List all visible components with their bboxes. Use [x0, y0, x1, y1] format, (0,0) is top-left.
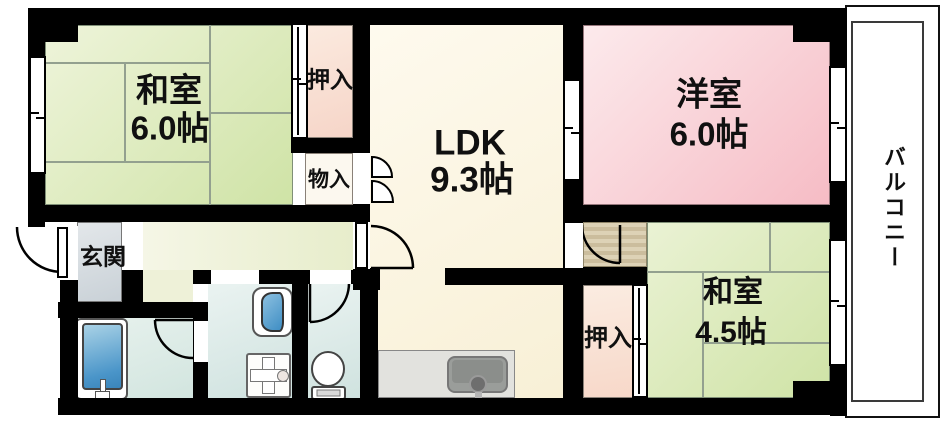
- fusuma-panel-line: [297, 27, 300, 135]
- wall-washroom-toilet-divider: [292, 270, 308, 398]
- fusuma-panel-line: [638, 288, 641, 394]
- corner-notch-yoshitsu: [793, 25, 830, 42]
- washitsu-se-door-arc: [580, 224, 622, 265]
- monoire-bifold-door: [371, 155, 395, 203]
- opening-washroom: [211, 270, 259, 284]
- door-alcove-tan: [583, 222, 647, 267]
- washer-pan-drain: [277, 370, 289, 382]
- room-yoshitsu-ne: [583, 25, 830, 205]
- window-tick: [632, 338, 641, 340]
- wall-top: [28, 8, 847, 25]
- wall-alcove-bottom: [583, 267, 647, 285]
- wall-kitchen-stub: [445, 268, 583, 285]
- label-washitsu-nw-size: 6.0帖: [130, 109, 210, 147]
- label-ldk-name: LDK: [434, 123, 506, 163]
- window-tick: [829, 299, 840, 302]
- room-monoire: [305, 153, 353, 205]
- room-genkan: [77, 222, 122, 302]
- tatami-lines-washitsu-se: [647, 222, 830, 397]
- genkan-step: [122, 222, 143, 270]
- wall-genkan-stub: [122, 270, 143, 302]
- corner-block-nw: [28, 8, 78, 42]
- room-ldk: [370, 25, 563, 398]
- toilet-fixture: [311, 351, 346, 400]
- opening-bathroom: [194, 321, 208, 362]
- window-tick: [36, 117, 46, 119]
- ldk-hall-door-arc: [370, 224, 415, 270]
- sliding-door-ldk-yoshitsu: [563, 79, 581, 181]
- hallway-extension: [143, 270, 193, 302]
- opening-monoire: [353, 153, 370, 204]
- window-tick: [836, 304, 847, 307]
- kitchen-sink-basin: [452, 360, 503, 383]
- ldk-hall-door-leaf: [355, 222, 368, 269]
- window-washitsu-nw-west: [29, 56, 46, 174]
- opening-washitsu-se: [565, 223, 583, 268]
- corner-notch-washitsu-se: [793, 381, 830, 398]
- opening-toilet: [310, 270, 351, 284]
- entry-door-leaf: [57, 227, 68, 278]
- label-oshiire-se: 押入: [584, 325, 632, 352]
- window-tick: [298, 83, 308, 85]
- label-washitsu-nw-name: 和室: [136, 71, 202, 109]
- window-yoshitsu-balcony: [829, 66, 847, 183]
- label-yoshitsu-size: 6.0帖: [669, 115, 749, 153]
- label-oshiire-nw: 押入: [307, 66, 353, 93]
- wall-bathroom-top: [58, 302, 208, 318]
- tatami-lines-washitsu-nw: [46, 25, 293, 205]
- window-tick: [829, 121, 840, 124]
- wall-toilet-east: [360, 288, 378, 398]
- window-tick: [570, 132, 581, 134]
- room-washitsu-nw: [45, 25, 293, 205]
- window-tick: [563, 127, 574, 129]
- label-washitsu-se-size: 4.5帖: [695, 316, 767, 349]
- wall-mid-right: [563, 205, 847, 222]
- fusuma-oshiire-se: [632, 284, 648, 398]
- window-tick: [836, 126, 847, 129]
- label-balcony: バルコニー: [881, 145, 906, 271]
- balcony-inner-rail: [851, 21, 924, 402]
- label-ldk-size: 9.3帖: [430, 160, 514, 200]
- wall-hall-top: [28, 205, 370, 222]
- label-yoshitsu-name: 洋室: [676, 75, 742, 113]
- wall-bottom: [58, 398, 847, 415]
- wall-oshiire-monoire-divider: [291, 138, 370, 153]
- label-monoire: 物入: [308, 168, 350, 192]
- fusuma-oshiire-nw: [291, 23, 308, 139]
- wall-left-lower: [60, 280, 78, 415]
- window-tick: [291, 78, 301, 80]
- window-tick: [29, 112, 39, 114]
- balcony: [845, 5, 940, 418]
- label-washitsu-se-name: 和室: [703, 276, 763, 309]
- hallway: [143, 222, 353, 270]
- window-washitsu-se-balcony: [829, 239, 847, 366]
- bathroom-door-arc: [153, 318, 194, 360]
- washbasin: [261, 292, 284, 332]
- label-genkan: 玄関: [80, 243, 126, 270]
- entry-door-arc: [15, 226, 63, 274]
- window-tick: [639, 343, 648, 345]
- toilet-door-arc: [308, 282, 351, 324]
